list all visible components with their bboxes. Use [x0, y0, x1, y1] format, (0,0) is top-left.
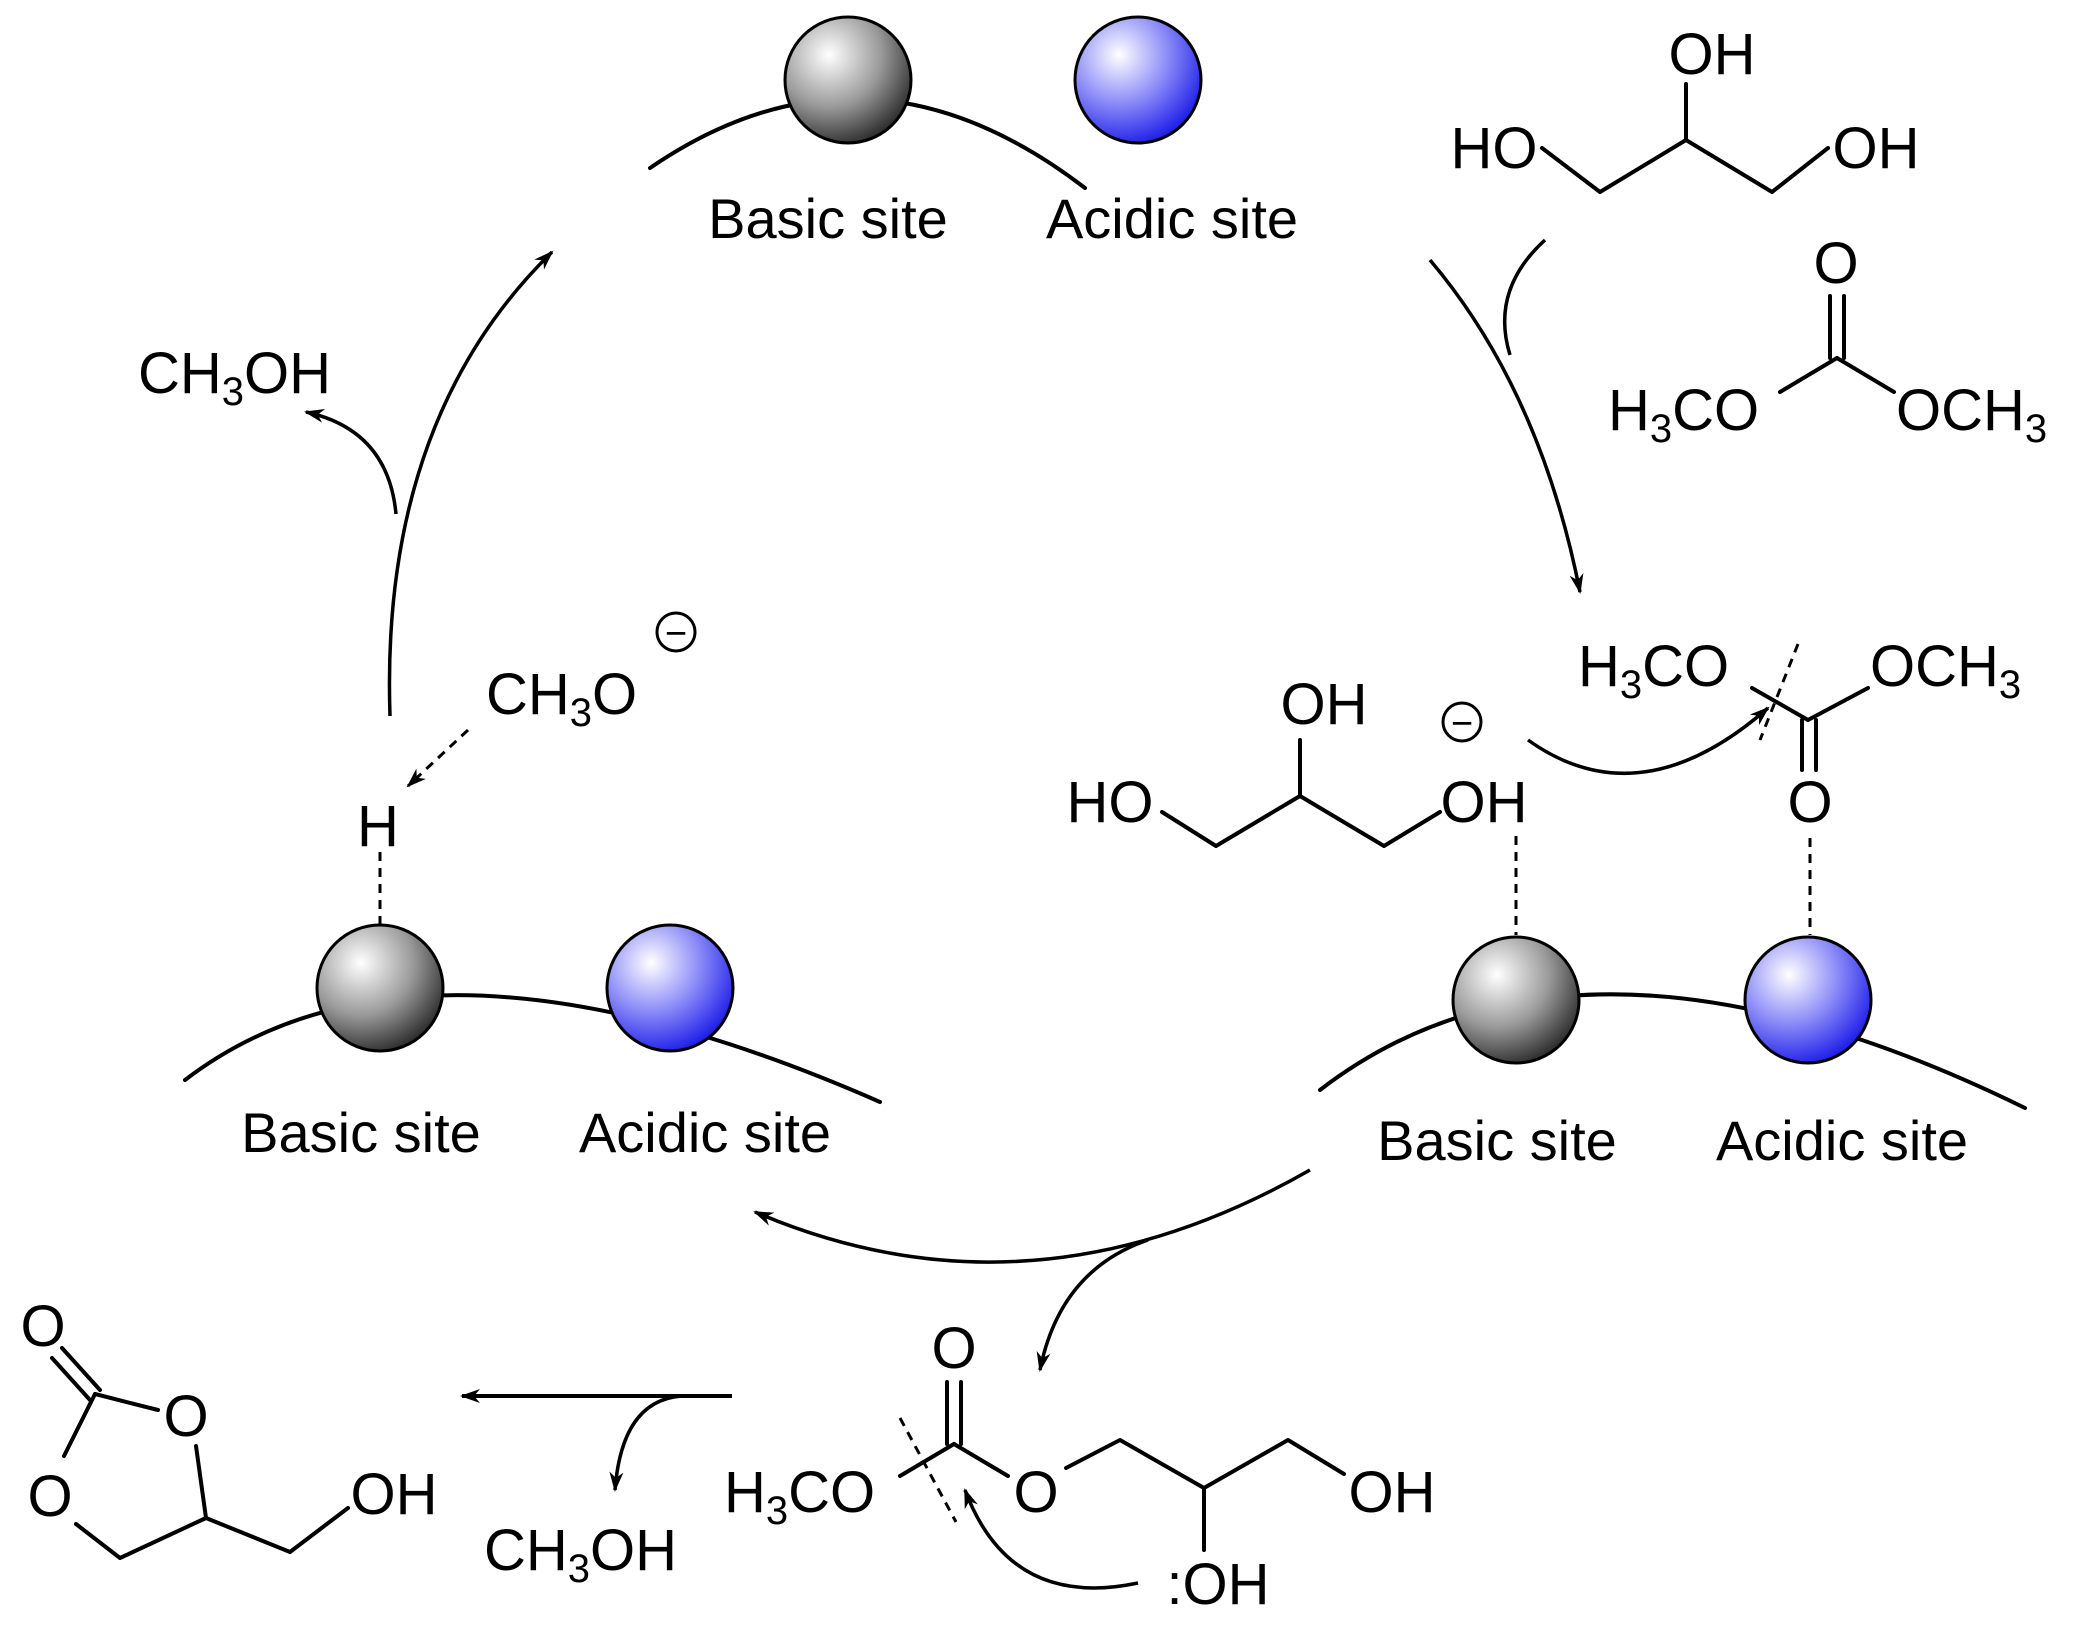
glycerol-top: OH HO OH [1451, 22, 1920, 194]
acidic-site-ball-right [1743, 935, 1873, 1065]
reactant-entry-curve [1502, 238, 1547, 356]
glycerol-oh-right: OH [1833, 116, 1920, 181]
glycerol-adsorbed-ho: HO [1067, 770, 1154, 835]
arrow-methanol-release-bottom [609, 1394, 683, 1492]
glycerol-oh-top: OH [1669, 22, 1756, 87]
methanol-bottom: CH3OH [484, 1518, 677, 1591]
glycerol-adsorbed: OH HO OH − [1067, 672, 1528, 848]
basic-site-ball-right [1451, 935, 1581, 1065]
gc-carbonyl-o: O [20, 1294, 65, 1359]
acidic-site-label-right: Acidic site [1716, 1109, 1968, 1172]
arrow-methanol-release-top [304, 409, 398, 515]
arrow-methoxide-to-h [406, 728, 470, 788]
glycerol-ho-left: HO [1451, 116, 1538, 181]
acidic-site-ball-left [605, 923, 735, 1053]
intermediate-secondary-oh: :OH [1166, 1552, 1269, 1617]
arrow-top-to-right [1428, 258, 1584, 594]
catalyst-top: Basic site Acidic site [648, 15, 1298, 250]
methoxide-formula: CH3O [486, 662, 637, 735]
gc-oh: OH [351, 1462, 438, 1527]
gc-ring-o-top: O [163, 1384, 208, 1449]
dmc-och3: OCH3 [1896, 378, 2047, 451]
bound-h: H [357, 794, 399, 859]
glycerol-anion-charge: − [1451, 703, 1473, 745]
basic-site-ball-top [783, 15, 913, 145]
intermediate-primary-oh: OH [1349, 1460, 1436, 1525]
methanol-top: CH3OH [138, 341, 331, 414]
methoxide: CH3O − [486, 611, 697, 735]
acidic-site-ball-top [1073, 15, 1203, 145]
dmc-adsorbed-och3: OCH3 [1870, 634, 2021, 707]
dmc-carbonyl-o: O [1813, 231, 1858, 296]
bond-cleavage-mark-bottom [898, 1417, 958, 1523]
basic-site-ball-left [315, 923, 445, 1053]
methyl-glyceryl-carbonate-intermediate: O H3CO O OH :OH [724, 1316, 1436, 1617]
dimethyl-carbonate: O H3CO OCH3 [1608, 231, 2047, 451]
dmc-h3co: H3CO [1608, 378, 1759, 451]
dmc-adsorbed: H3CO OCH3 O [1578, 634, 2021, 835]
basic-site-label-left: Basic site [241, 1101, 481, 1164]
dmc-adsorbed-carbonyl-o: O [1787, 770, 1832, 835]
surface-curve-right [1318, 992, 2027, 1110]
methoxide-charge: − [665, 613, 687, 655]
arrow-nucleophilic-attack-right [1526, 706, 1770, 776]
catalyst-left: Basic site Acidic site H [183, 794, 882, 1164]
gc-ring-o-bottom: O [27, 1464, 72, 1529]
basic-site-label-top: Basic site [708, 187, 948, 250]
glycerol-carbonate: O O O OH [20, 1294, 438, 1560]
glycerol-anion-charge-circle [1441, 701, 1483, 743]
glycerol-adsorbed-oh-top: OH [1281, 672, 1368, 737]
intermediate-carbonyl-o: O [931, 1316, 976, 1381]
basic-site-label-right: Basic site [1377, 1109, 1617, 1172]
acidic-site-label-top: Acidic site [1046, 187, 1298, 250]
surface-curve-left [183, 993, 882, 1104]
arrow-to-intermediate [1036, 1238, 1149, 1372]
glycerol-adsorbed-oh-right: OH [1441, 770, 1528, 835]
acidic-site-label-left: Acidic site [579, 1101, 831, 1164]
intermediate-h3co: H3CO [724, 1460, 875, 1533]
arrow-right-to-left [753, 1168, 1311, 1264]
arrow-intramolecular-attack [963, 1488, 1139, 1590]
dmc-adsorbed-h3co: H3CO [1578, 634, 1729, 707]
bond-cleavage-mark-right [1758, 643, 1800, 741]
catalyst-right: Basic site Acidic site [1318, 836, 2027, 1172]
intermediate-ester-o: O [1013, 1460, 1058, 1525]
methoxide-charge-circle [655, 611, 697, 653]
arrow-left-to-top [387, 250, 554, 717]
